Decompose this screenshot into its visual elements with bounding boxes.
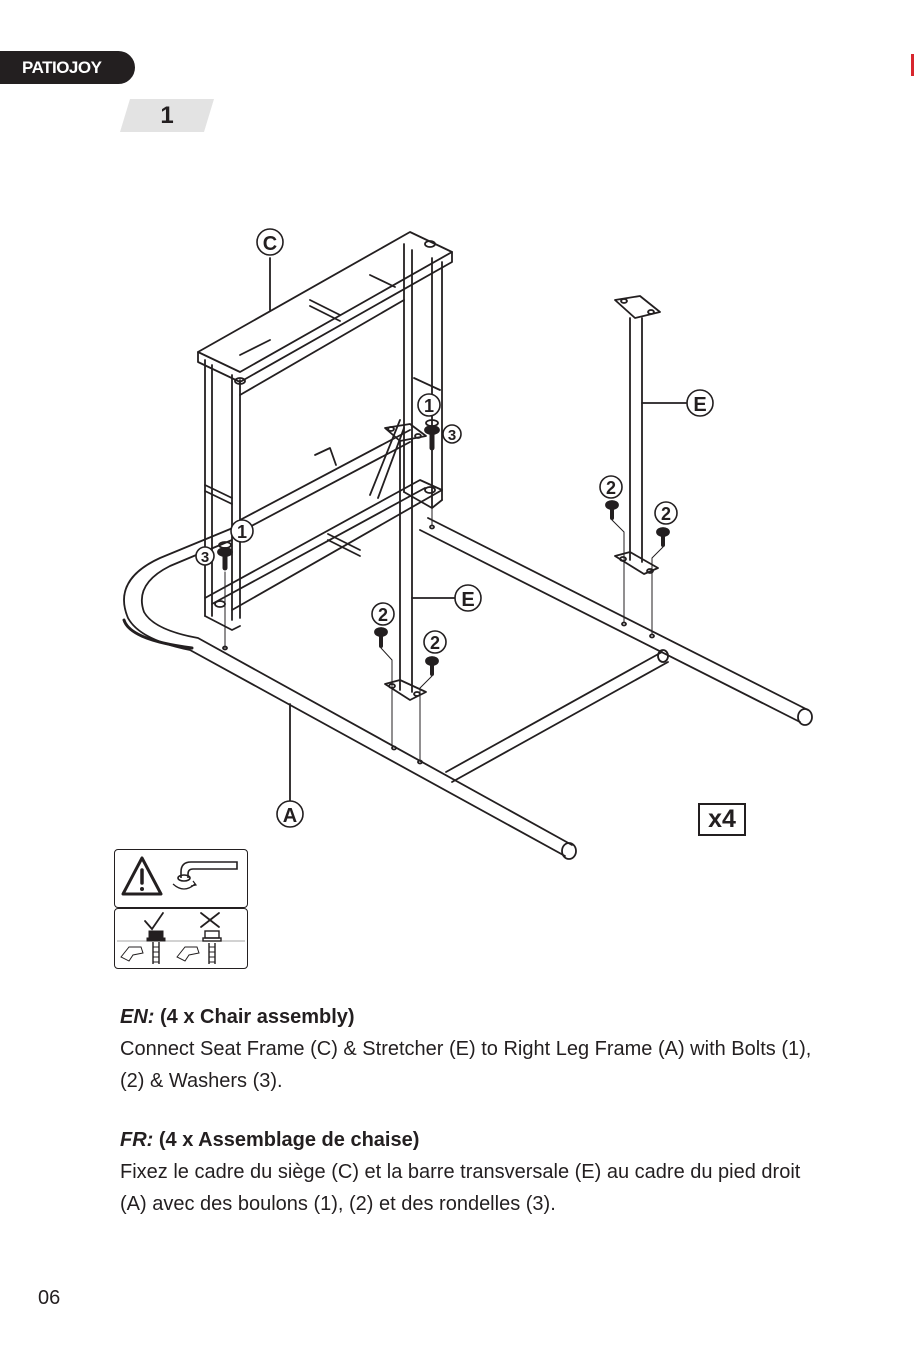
label-stretcher: E [693,394,706,416]
hardware [217,419,670,765]
label-bolt-2: 2 [661,504,671,524]
torque-check-panel [114,908,248,969]
step-badge: 1 [120,99,214,132]
instructions-en: EN: (4 x Chair assembly) Connect Seat Fr… [120,1006,820,1097]
stretcher-e-back [614,295,687,575]
quantity-box: x4 [698,803,746,836]
label-leg-frame: A [283,805,297,827]
label-seat-frame: C [263,233,277,255]
step-number: 1 [160,102,174,129]
page-edge-marker [911,54,914,76]
label-bolt-1: 1 [424,396,434,416]
step-badge-shape [120,99,214,132]
label-bolt-2: 2 [430,633,440,653]
hex-key-icon [172,861,238,890]
stretcher-e-front [384,423,456,701]
label-stretcher: E [461,589,474,611]
check-icon [144,912,164,931]
callouts [195,228,714,828]
label-bolt-2: 2 [378,605,388,625]
label-bolt-2: 2 [606,478,616,498]
fr-heading-text: (4 x Assemblage de chaise) [158,1129,420,1151]
label-bolt-1: 1 [237,522,247,542]
warning-icon [121,856,163,896]
cross-icon [200,912,220,928]
fr-body: Fixez le cadre du siège (C) et la barre … [120,1161,801,1215]
en-language-code: EN: [120,1006,155,1028]
bolt-icon [146,930,166,964]
seat-frame-c [197,231,453,631]
page-number: 06 [38,1287,61,1309]
instructions-fr: FR: (4 x Assemblage de chaise) Fixez le … [120,1129,820,1220]
label-washer: 3 [201,549,209,566]
fr-language-code: FR: [120,1129,154,1151]
label-washer: 3 [448,427,456,444]
bolt-icon [202,930,222,964]
brand-name: PATIOJOY [22,57,102,77]
en-body: Connect Seat Frame (C) & Stretcher (E) t… [120,1038,812,1092]
brand-logo: PATIOJOY [0,51,135,84]
leg-frame-a [122,517,813,860]
en-heading: EN: (4 x Chair assembly) [120,1006,820,1029]
bolt-icon [217,541,233,651]
fr-heading: FR: (4 x Assemblage de chaise) [120,1129,820,1152]
en-heading-text: (4 x Chair assembly) [160,1006,355,1028]
tool-panel [114,849,248,908]
